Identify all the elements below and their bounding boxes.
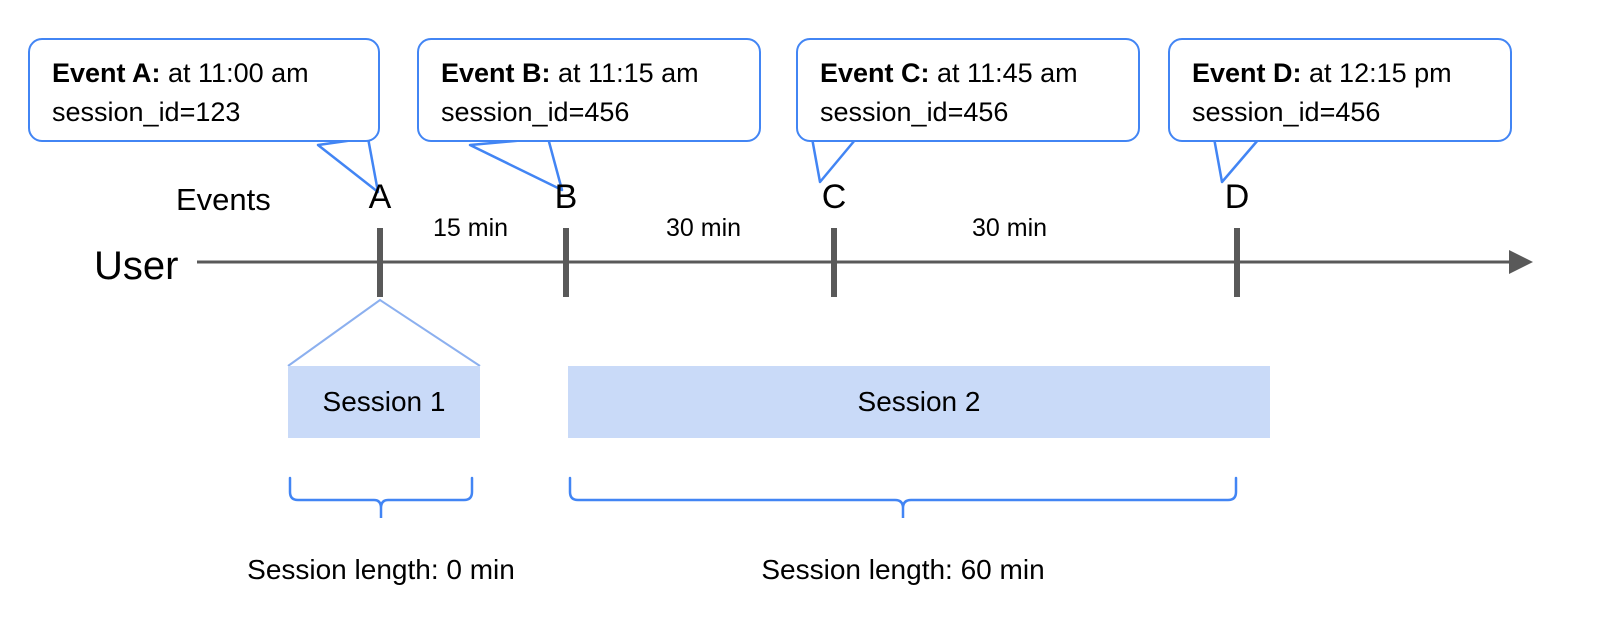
session-1-brace — [288, 476, 474, 518]
callout-event-a[interactable]: Event A: at 11:00 am session_id=123 — [28, 38, 380, 142]
session-1-length-caption: Session length: 0 min — [247, 554, 515, 585]
gap-label-c-d: 30 min — [972, 214, 1048, 242]
session-2-length-caption: Session length: 60 min — [761, 554, 1045, 585]
session-bar-1[interactable]: Session 1 — [288, 366, 480, 438]
callout-tail-d — [1212, 136, 1260, 184]
callout-b-event-name: Event B: — [441, 58, 551, 88]
callout-c-event-name: Event C: — [820, 58, 930, 88]
session-1-funnel — [287, 298, 481, 367]
callout-event-d[interactable]: Event D: at 12:15 pm session_id=456 — [1168, 38, 1512, 142]
session-bar-1-label: Session 1 — [322, 386, 446, 417]
event-letter-d: D — [1224, 178, 1250, 216]
callout-c-session-id: session_id=456 — [820, 97, 1009, 127]
callout-a-session-id: session_id=123 — [52, 97, 241, 127]
session-bar-2-label: Session 2 — [857, 386, 981, 417]
event-letter-c: C — [821, 178, 847, 216]
gap-label-a-b: 15 min — [433, 214, 509, 242]
callout-tail-c — [810, 136, 857, 184]
user-row-label: User — [94, 244, 179, 288]
events-row-label: Events — [176, 182, 271, 217]
callout-c-event-time: at 11:45 am — [929, 58, 1078, 88]
callout-event-c[interactable]: Event C: at 11:45 am session_id=456 — [796, 38, 1140, 142]
callout-d-session-id: session_id=456 — [1192, 97, 1381, 127]
event-letter-a: A — [368, 178, 392, 216]
session-bar-2[interactable]: Session 2 — [568, 366, 1270, 438]
gap-label-b-c: 30 min — [666, 214, 742, 242]
callout-d-event-name: Event D: — [1192, 58, 1302, 88]
callout-b-event-time: at 11:15 am — [550, 58, 699, 88]
callout-a-event-time: at 11:00 am — [160, 58, 309, 88]
callout-a-event-name: Event A: — [52, 58, 161, 88]
event-letter-b: B — [554, 178, 578, 216]
callout-event-b[interactable]: Event B: at 11:15 am session_id=456 — [417, 38, 761, 142]
callout-b-session-id: session_id=456 — [441, 97, 630, 127]
callout-d-event-time: at 12:15 pm — [1301, 58, 1452, 88]
session-2-brace — [568, 476, 1238, 518]
